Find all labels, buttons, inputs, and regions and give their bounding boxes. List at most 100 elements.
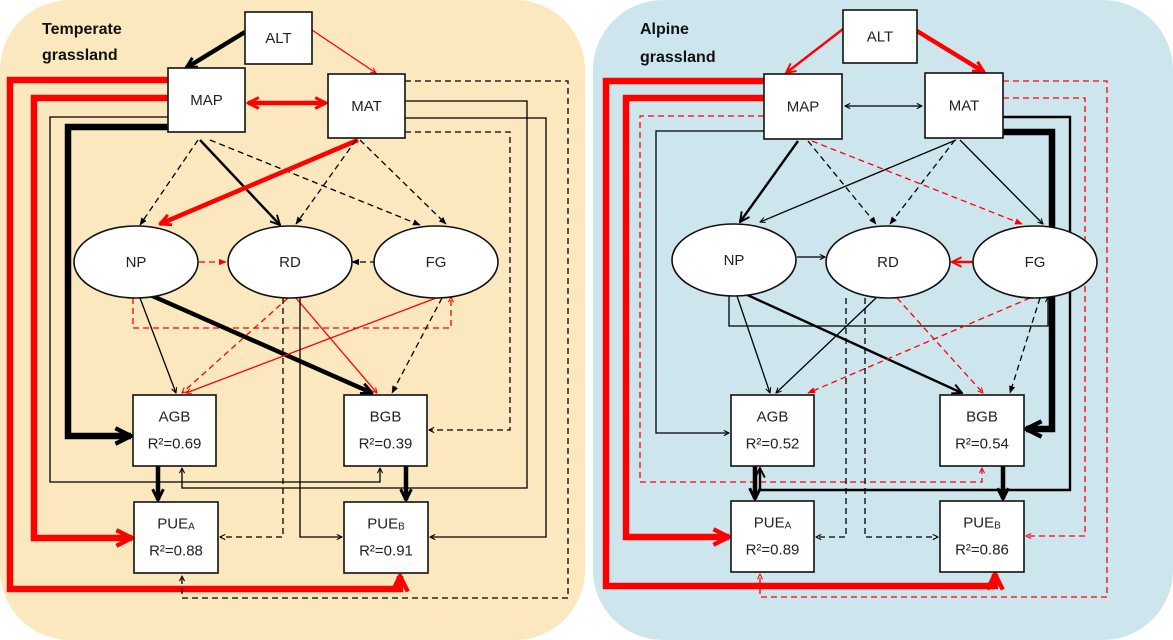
temperate-path-map-to-bgb	[49, 116, 380, 483]
temperate-path-mat-to-pueb	[405, 117, 547, 537]
node-label-subscript: A	[188, 521, 195, 532]
alpine-path-map-to-rd	[807, 140, 877, 225]
alpine-path-mat-to-np	[760, 139, 957, 222]
node-label: ALT	[867, 28, 893, 45]
temperate-title-line1: Temperate	[42, 21, 122, 38]
temperate-node-pueb: PUEB R²=0.91	[343, 501, 429, 574]
temperate-path-fg-to-agb	[186, 297, 437, 393]
temperate-node-puea: PUEA R²=0.88	[133, 501, 219, 574]
temperate-path-map-to-pueb	[6, 76, 400, 589]
temperate-path-fg-to-bgb	[391, 297, 443, 394]
alpine-path-map-to-np	[740, 140, 799, 222]
alpine-title-line2: grassland	[640, 49, 716, 66]
temperate-path-map-to-puea	[30, 94, 168, 538]
temperate-path-np-to-bgb	[147, 291, 372, 396]
alpine-node-bgb: BGB R²=0.54	[939, 394, 1025, 467]
alpine-path-np-to-fg	[728, 296, 1048, 327]
temperate-path-mat-to-agb	[182, 100, 528, 489]
alpine-node-np: NP	[671, 223, 797, 297]
temperate-node-map: MAP	[167, 67, 246, 133]
node-label: NP	[724, 252, 745, 269]
node-label-subscript: B	[994, 520, 1001, 531]
alpine-node-alt: ALT	[842, 9, 918, 64]
temperate-path-alt-to-mat	[311, 29, 376, 73]
alpine-node-mat: MAT	[924, 72, 1004, 139]
temperate-path-rd-to-bgb	[295, 297, 377, 393]
node-label-subscript: B	[398, 521, 405, 532]
temperate-path-map-to-agb	[64, 123, 168, 436]
temperate-path-mat-to-bgb	[405, 131, 511, 430]
temperate-path-np-to-agb	[139, 297, 176, 393]
temperate-path-map-to-np	[139, 139, 199, 226]
alpine-panel-bg	[593, 0, 1173, 640]
alpine-node-fg: FG	[972, 225, 1098, 299]
temperate-node-fg: FG	[373, 225, 499, 299]
temperate-path-mat-to-rd	[295, 139, 357, 225]
alpine-path-alt-to-map	[786, 28, 844, 73]
alpine-path-mat-to-fg	[959, 139, 1043, 224]
alpine-path-map-to-bgb	[639, 115, 982, 483]
node-label: BGB	[370, 409, 402, 426]
r-squared-label: R²=0.89	[746, 542, 800, 559]
alpine-path-fg-to-bgb	[1009, 297, 1041, 394]
temperate-path-mat-to-puea	[182, 80, 569, 599]
temperate-node-agb: AGB R²=0.69	[132, 394, 217, 467]
temperate-path-map-to-rd	[199, 139, 280, 225]
r-squared-label: R²=0.69	[148, 436, 202, 453]
alpine-path-map-to-fg	[811, 140, 1023, 225]
alpine-node-rd: RD	[825, 225, 951, 299]
temperate-node-np: NP	[73, 225, 199, 299]
temperate-path-rd-to-puea	[220, 298, 284, 537]
node-label: RD	[279, 254, 301, 271]
temperate-path-map-to-fg	[209, 139, 421, 226]
temperate-title-line2: grassland	[42, 47, 118, 64]
temperate-path-rd-to-agb	[182, 297, 289, 393]
alpine-node-puea: PUEA R²=0.89	[730, 500, 815, 573]
node-label: RD	[877, 254, 899, 271]
temperate-path-alt-to-map	[186, 30, 247, 70]
node-label: MAP	[787, 98, 820, 115]
temperate-node-mat: MAT	[327, 73, 406, 139]
node-label-subscript: A	[785, 520, 792, 531]
node-label: MAT	[351, 98, 382, 115]
temperate-path-np-to-fg	[132, 297, 451, 329]
alpine-path-alt-to-mat	[915, 29, 984, 74]
temperate-path-mat-to-fg	[359, 139, 447, 225]
temperate-path-mat-to-np	[160, 137, 359, 224]
r-squared-label: R²=0.39	[359, 436, 413, 453]
temperate-path-rd-to-pueb	[299, 298, 342, 537]
alpine-path-mat-to-puea	[760, 80, 1108, 598]
r-squared-label: R²=0.88	[149, 543, 203, 560]
node-label: FG	[1025, 254, 1046, 271]
alpine-path-rd-to-bgb	[896, 297, 983, 393]
alpine-path-mat-to-pueb	[1003, 97, 1086, 536]
r-squared-label: R²=0.91	[359, 543, 413, 560]
alpine-path-fg-to-agb	[807, 297, 1031, 394]
temperate-node-rd: RD	[227, 225, 353, 299]
node-label: NP	[126, 254, 147, 271]
r-squared-label: R²=0.54	[955, 436, 1009, 453]
node-label: AGB	[159, 409, 191, 426]
alpine-path-mat-to-agb	[760, 115, 1072, 492]
node-label: FG	[426, 254, 447, 271]
node-label: BGB	[966, 409, 998, 426]
node-label: ALT	[265, 30, 291, 47]
alpine-path-rd-to-agb	[776, 297, 877, 393]
node-label: MAT	[949, 97, 980, 114]
node-label: MAP	[190, 92, 223, 109]
node-label: PUEA	[754, 515, 792, 532]
r-squared-label: R²=0.86	[955, 542, 1009, 559]
r-squared-label: R²=0.52	[746, 436, 800, 453]
alpine-node-pueb: PUEB R²=0.86	[939, 500, 1025, 573]
alpine-path-map-to-pueb	[602, 77, 995, 586]
node-label: PUEA	[157, 516, 195, 533]
alpine-path-mat-to-rd	[889, 139, 956, 225]
temperate-panel-bg	[0, 0, 585, 640]
alpine-path-map-to-agb	[655, 130, 764, 433]
node-label: PUEB	[367, 516, 405, 533]
node-label: PUEB	[963, 515, 1001, 532]
node-label: AGB	[757, 409, 789, 426]
alpine-path-map-to-puea	[622, 94, 764, 537]
temperate-node-bgb: BGB R²=0.39	[343, 394, 428, 467]
